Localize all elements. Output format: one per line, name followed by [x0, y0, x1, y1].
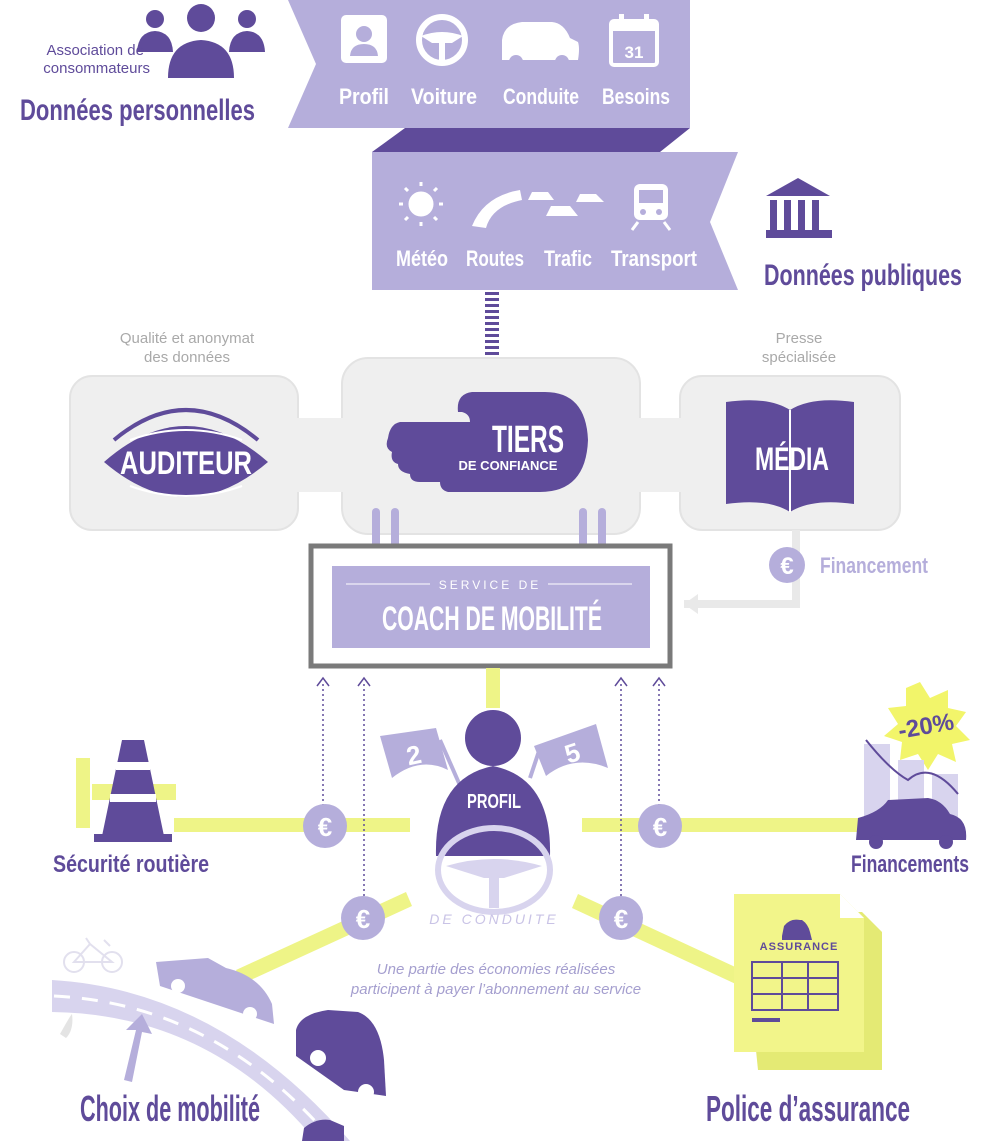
institution-icon	[766, 178, 832, 238]
steering-wheel-icon	[416, 14, 468, 66]
personal-item-profil: Profil	[339, 84, 389, 109]
media-label: MÉDIA	[755, 441, 829, 477]
financings-label: Financements	[851, 851, 969, 878]
flag-left-number: 2	[404, 739, 424, 771]
road-security-section: Sécurité routière	[53, 740, 209, 878]
media-caption-line1: Presse	[776, 330, 823, 347]
car-icon	[502, 22, 579, 69]
auditor-label: AUDITEUR	[120, 445, 252, 481]
insurance-car-icon	[782, 919, 812, 940]
flag-right: 5	[528, 724, 608, 779]
coach-service-title: COACH DE MOBILITÉ	[382, 600, 602, 638]
personal-data-banner	[288, 0, 690, 128]
savings-note-line1: Une partie des économies réalisées	[377, 961, 616, 978]
up-arrow-icon	[124, 1014, 152, 1082]
leaf-icon	[60, 1014, 73, 1038]
flag-left: 2	[380, 728, 464, 791]
personal-data-section: Association de consommateurs Données per…	[20, 0, 690, 152]
euro-symbol: €	[356, 904, 370, 934]
financing-car-icon	[856, 798, 967, 849]
discount-burst-icon: -20%	[884, 682, 970, 770]
coach-service-subtitle: SERVICE DE	[439, 578, 541, 592]
euro-symbol: €	[653, 812, 667, 842]
euro-symbol: €	[614, 904, 628, 934]
coach-service-panel	[332, 566, 650, 648]
bicycle-icon	[63, 937, 123, 973]
personal-item-voiture: Voiture	[411, 84, 477, 109]
profile-hub-section: € € € € 2 5 PROFIL	[174, 668, 860, 986]
driving-wheel-label: DE CONDUITE	[429, 911, 558, 927]
euro-coin-security: €	[303, 804, 347, 848]
financings-section: -20% Financements	[851, 682, 970, 878]
small-car-icon	[302, 1119, 344, 1141]
public-data-title: Données publiques	[764, 259, 962, 292]
profile-person-icon: PROFIL	[435, 710, 551, 856]
van-icon	[296, 1010, 386, 1100]
insurance-doc-label: ASSURANCE	[760, 941, 839, 953]
insurance-label: Police d’assurance	[706, 1088, 910, 1129]
road-icon	[472, 190, 522, 228]
profile-icon	[341, 15, 387, 63]
euro-coin-mobility: €	[341, 896, 385, 940]
financing-label: Financement	[820, 553, 929, 578]
personal-item-conduite: Conduite	[503, 84, 579, 109]
association-label-line2: consommateurs	[43, 60, 150, 77]
sun-icon	[399, 182, 443, 226]
media-caption-line2: spécialisée	[762, 349, 836, 366]
calendar-number: 31	[625, 43, 644, 62]
savings-note-line2: participent à payer l’abonnement au serv…	[350, 981, 641, 998]
tiers-label: TIERS	[492, 419, 564, 461]
feedback-arrows	[322, 684, 660, 898]
public-data-section: Météo Routes Trafic Transport Données pu…	[372, 152, 962, 355]
traffic-cone-icon	[94, 740, 172, 842]
profile-head-label: PROFIL	[467, 791, 521, 813]
traffic-cars-icon	[528, 192, 604, 216]
coach-service-section: SERVICE DE COACH DE MOBILITÉ € Financeme…	[308, 508, 929, 669]
trust-section: Qualité et anonymat des données Presse s…	[69, 330, 901, 535]
public-item-trafic: Trafic	[544, 246, 592, 271]
white-car-icon	[156, 958, 274, 1024]
auditor-caption-line1: Qualité et anonymat	[120, 330, 255, 347]
people-group-icon	[137, 4, 265, 78]
insurance-section: ASSURANCE Police d’assurance	[706, 894, 910, 1129]
insurance-document-icon	[734, 894, 864, 1052]
security-label: Sécurité routière	[53, 851, 209, 878]
calendar-icon: 31	[609, 14, 659, 67]
driving-wheel-icon	[435, 825, 553, 915]
euro-symbol: €	[318, 812, 332, 842]
mobility-choice-section: Choix de mobilité	[52, 937, 386, 1141]
trust-hand-icon: TIERS DE CONFIANCE	[386, 392, 588, 492]
mobility-label: Choix de mobilité	[80, 1088, 260, 1129]
financing-euro-symbol: €	[780, 553, 793, 580]
public-item-meteo: Météo	[396, 246, 448, 271]
tiers-sublabel: DE CONFIANCE	[459, 458, 558, 473]
public-item-transport: Transport	[611, 246, 698, 271]
train-icon	[630, 184, 672, 231]
financing-euro-icon: €	[769, 547, 805, 583]
media-book-icon: MÉDIA	[726, 400, 854, 512]
personal-data-title: Données personnelles	[20, 94, 255, 127]
auditor-caption-line2: des données	[144, 349, 230, 366]
insurance-table	[751, 961, 839, 1011]
euro-coin-financing: €	[638, 804, 682, 848]
ribbon-fold	[372, 128, 690, 152]
euro-coin-insurance: €	[599, 896, 643, 940]
auditor-eye-icon: AUDITEUR	[104, 408, 268, 497]
personal-item-besoins: Besoins	[602, 84, 670, 109]
association-label-line1: Association de	[46, 42, 144, 59]
curved-road	[52, 980, 350, 1141]
public-item-routes: Routes	[466, 246, 524, 271]
